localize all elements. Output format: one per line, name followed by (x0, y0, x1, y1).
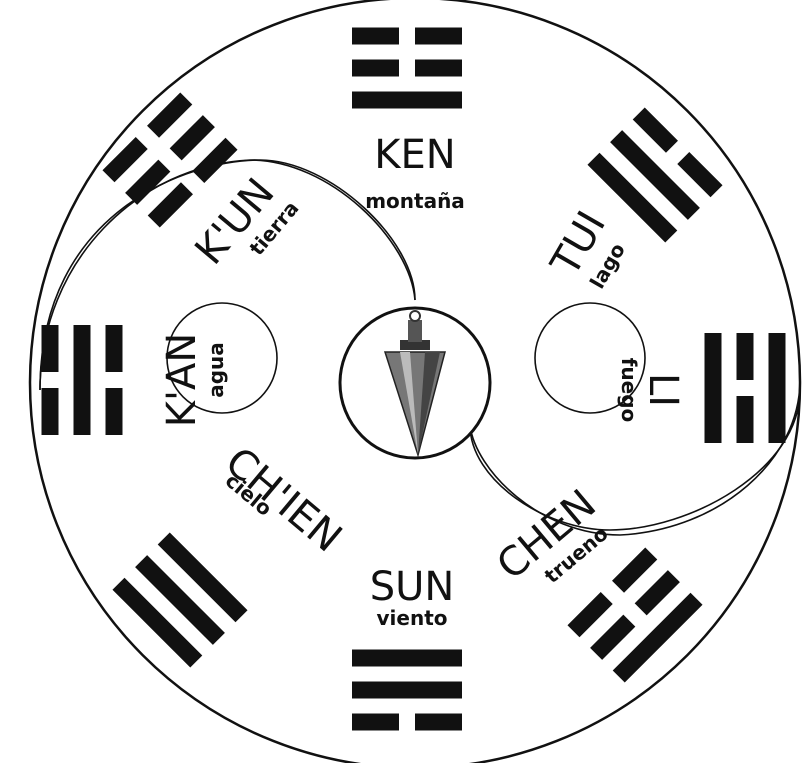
trigram-li-line-2-seg-1 (737, 333, 754, 380)
label-sun: SUN viento (370, 564, 455, 630)
trigram-ken-line-3 (352, 92, 462, 109)
trigram-kan-line-1-seg-1 (42, 388, 59, 435)
trigram-chen-line-3-seg-2 (567, 592, 612, 637)
trigram-chen-line-3-seg-1 (612, 547, 657, 592)
trigram-li-line-3 (705, 333, 722, 443)
trigram-name-sun: SUN (370, 564, 455, 610)
trigram-chen-line-2-seg-1 (635, 570, 680, 615)
label-li: LI fuego (617, 358, 686, 423)
trigram-tui-line-2 (610, 130, 700, 220)
trigram-name-kan: K'AN (159, 333, 205, 428)
trigram-kun-line-2-seg-2 (170, 115, 215, 160)
trigram-ken (352, 28, 462, 109)
trigram-kun-line-1-seg-1 (102, 137, 147, 182)
trigram-chien-line-2 (135, 555, 225, 645)
label-kun: K'UN tierra (186, 167, 303, 288)
trigram-meaning-li: fuego (617, 358, 641, 423)
trigram-kan-line-3-seg-1 (106, 388, 123, 435)
trigram-li-line-2-seg-2 (737, 396, 754, 443)
trigram-chen-line-2-seg-2 (590, 615, 635, 660)
trigram-kun-line-3-seg-2 (192, 138, 237, 183)
trigram-chen-line-1 (613, 593, 703, 683)
trigram-chien-line-1 (112, 578, 202, 668)
trigram-kan-line-2 (74, 325, 91, 435)
trigram-chien (112, 532, 247, 667)
trigram-sun-line-2 (352, 682, 462, 699)
trigram-name-ken: KEN (374, 132, 455, 178)
trigram-sun-line-1-seg-1 (415, 714, 462, 731)
trigram-name-chien: CH'IEN (216, 439, 350, 562)
trigram-kan (42, 325, 123, 435)
trigram-ken-line-2-seg-2 (415, 60, 462, 77)
label-tui: TUI lago (542, 204, 637, 297)
trigram-tui-line-1-seg-2 (677, 152, 722, 197)
trigram-kun-line-2-seg-1 (125, 160, 170, 205)
trigram-name-li: LI (640, 373, 686, 407)
label-chen: CHEN trueno (489, 481, 620, 607)
trigram-sun (352, 650, 462, 731)
trigram-sun-line-1-seg-2 (352, 714, 399, 731)
trigram-ken-line-1-seg-1 (352, 28, 399, 45)
trigram-chen (567, 547, 702, 682)
label-chien: CH'IEN cielo (212, 439, 350, 567)
trigram-sun-line-3 (352, 650, 462, 667)
trigram-li-line-1 (769, 333, 786, 443)
label-ken: KEN montaña (365, 132, 465, 213)
trigram-tui-line-1-seg-1 (633, 107, 678, 152)
trigram-kan-line-3-seg-2 (106, 325, 123, 372)
trigram-meaning-sun: viento (377, 606, 448, 630)
trigram-ken-line-1-seg-2 (415, 28, 462, 45)
trigram-meaning-ken: montaña (365, 189, 465, 213)
trigram-meaning-kan: agua (204, 342, 228, 398)
trigram-li (705, 333, 786, 443)
trigram-ken-line-2-seg-1 (352, 60, 399, 77)
trigram-chien-line-3 (158, 532, 248, 622)
trigram-kan-line-1-seg-2 (42, 325, 59, 372)
